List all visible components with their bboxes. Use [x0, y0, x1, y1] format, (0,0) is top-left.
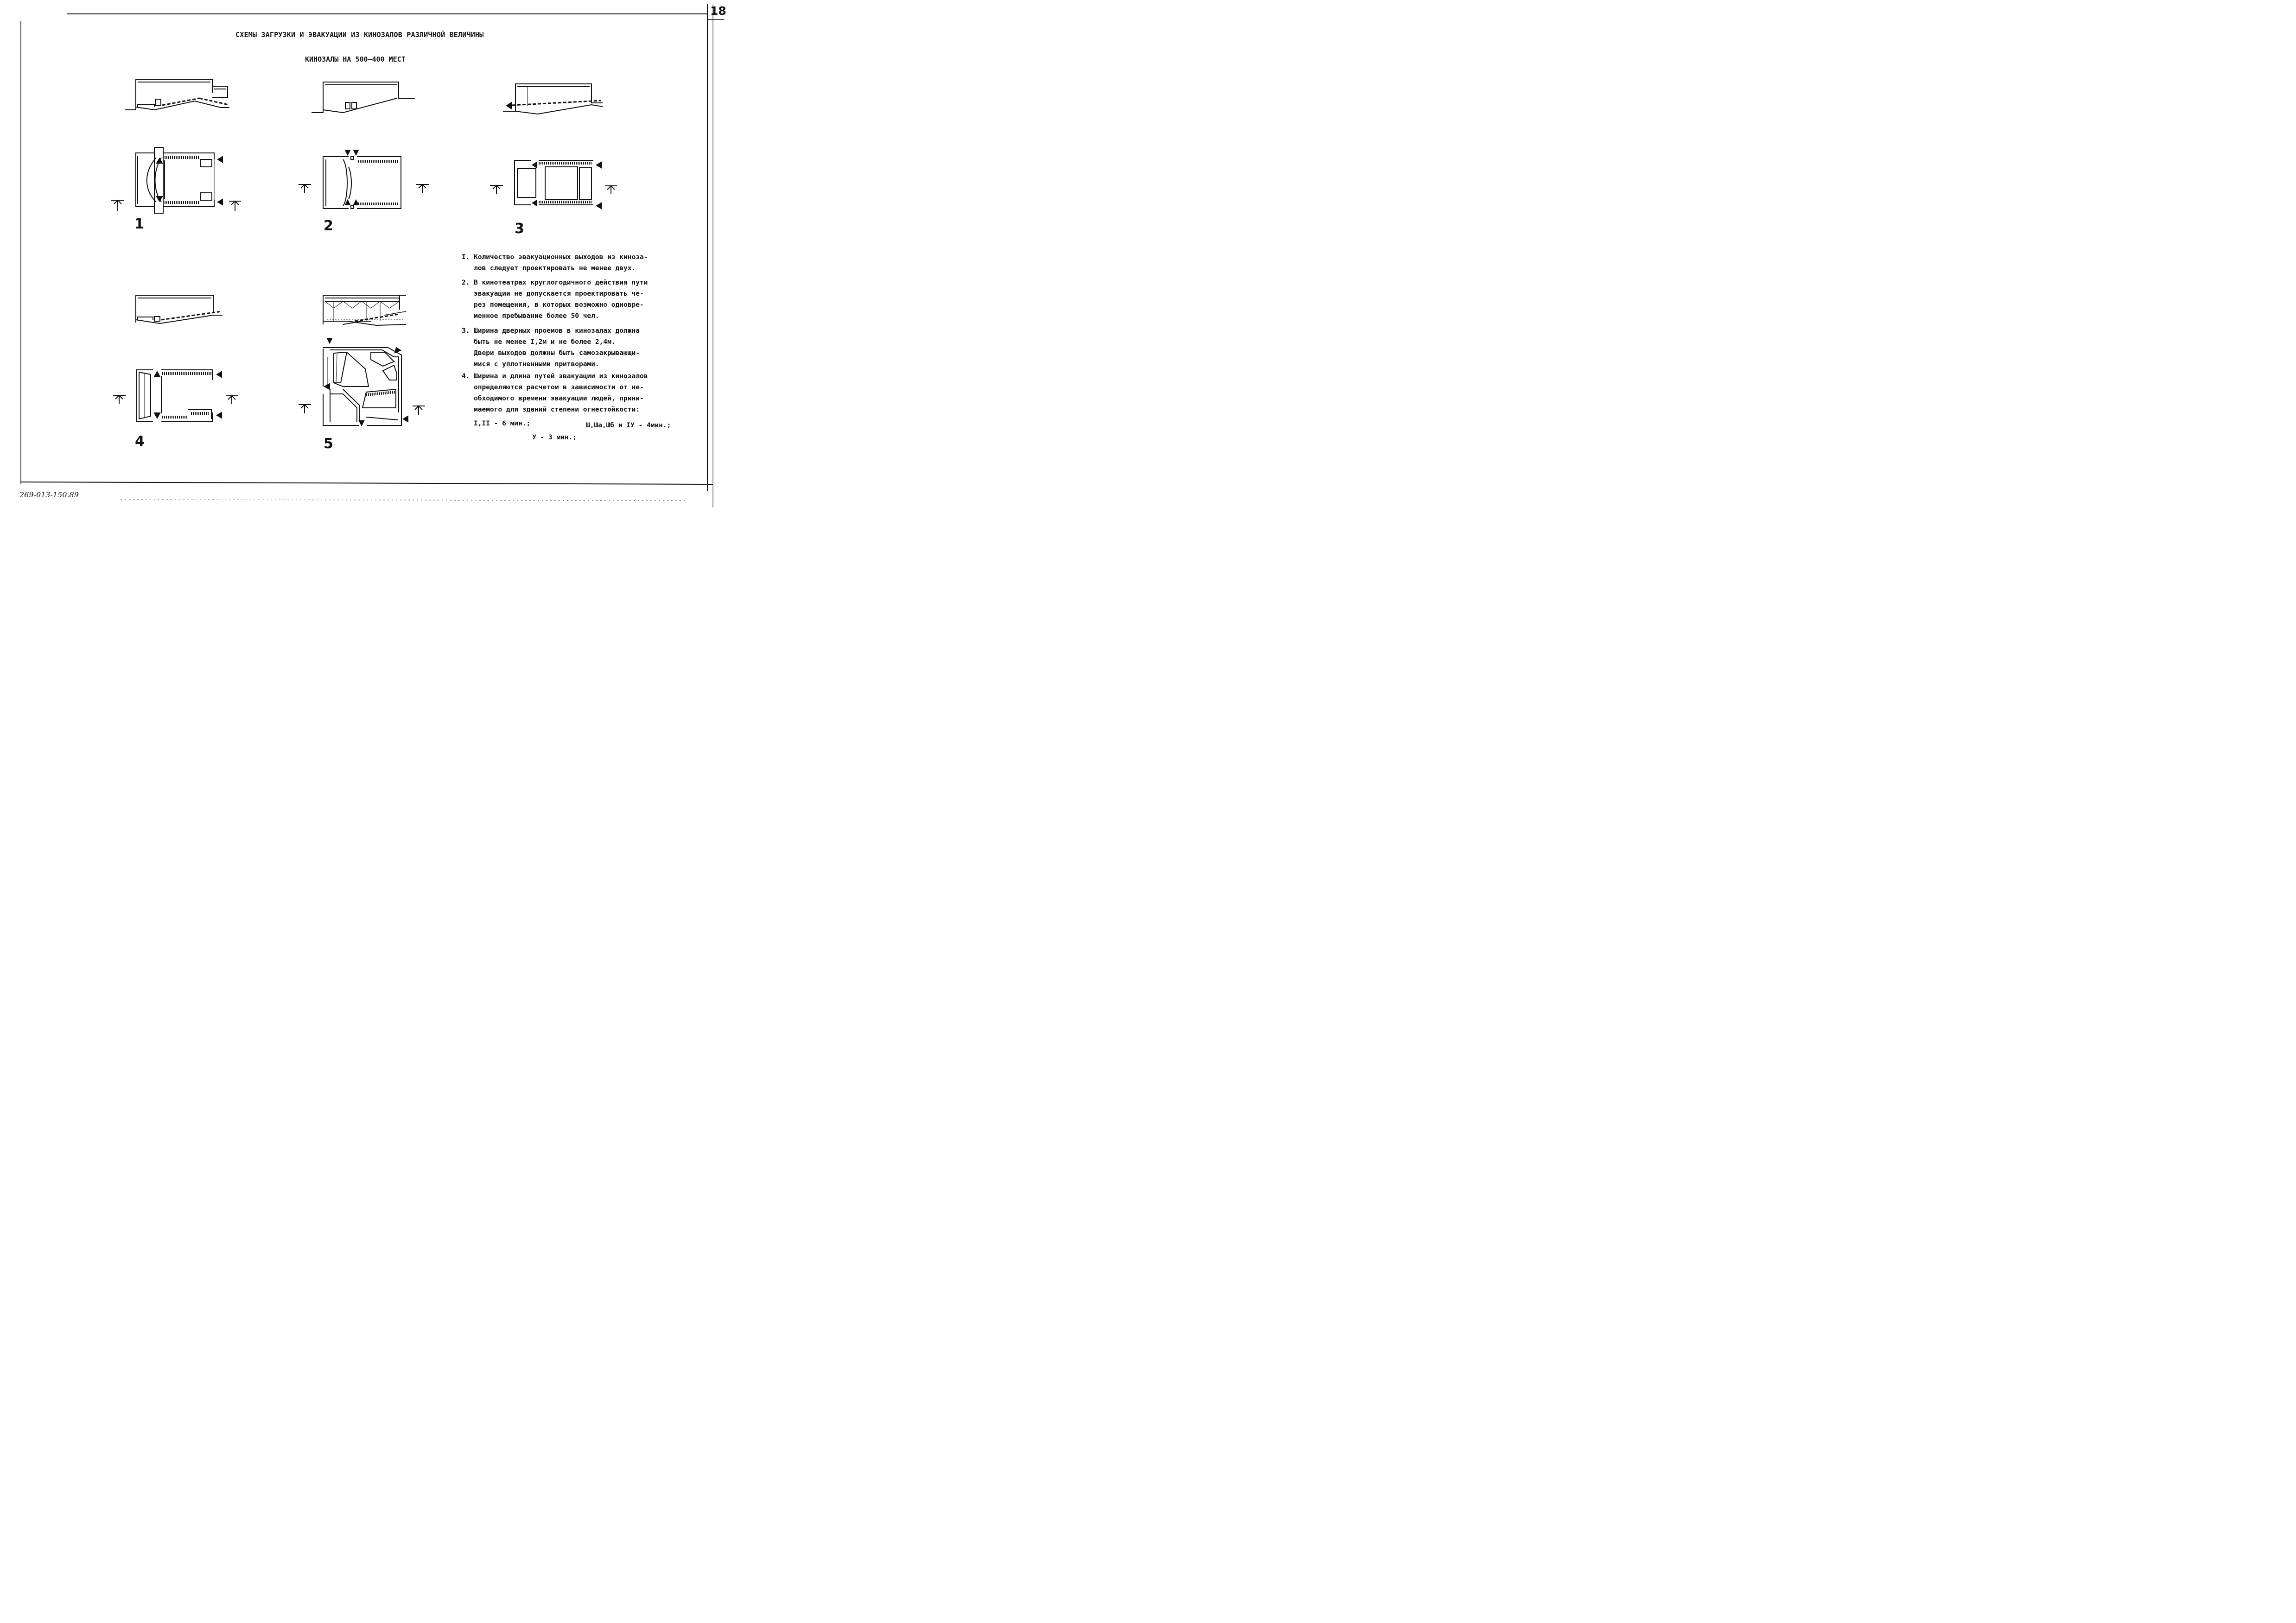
sheet-subtitle: КИНОЗАЛЫ НА 500–400 МЕСТ [305, 55, 406, 63]
note-1-number: I. [462, 254, 470, 261]
note-3: 3. Ширина дверных проемов в кинозалах дол… [462, 325, 640, 370]
note-4: 4. Ширина и длина путей эвакуации из кино… [462, 371, 648, 415]
note-4-line-3: обходимого времени эвакуации людей, прин… [474, 395, 644, 402]
scheme-3-section [503, 83, 603, 115]
note-3-number: 3. [462, 327, 470, 335]
note-4-line-1: Ширина и длина путей эвакуации из киноза… [474, 373, 648, 380]
scheme-2-cut-marks [299, 184, 429, 193]
note-3-line-1: Ширина дверных проемов в кинозалах должн… [474, 327, 640, 335]
drawing-sheet [20, 4, 724, 507]
sheet-frame [20, 4, 724, 507]
scheme-4-plan [136, 369, 222, 422]
scheme-3-label: 3 [515, 221, 524, 237]
sheet-number: 18 [710, 4, 726, 18]
fire-resistance-1: I,II - 6 мин.; [474, 420, 531, 427]
scheme-1-cut-marks [111, 199, 241, 211]
scheme-2-label: 2 [324, 218, 333, 234]
scheme-1-plan [135, 147, 223, 214]
note-3-line-4: мися с уплотненными притворами. [474, 361, 599, 368]
note-4-line-4: маемого для зданий степени огнестойкости… [474, 406, 640, 413]
note-2: 2. В кинотеатрах круглогодичного действия… [462, 277, 648, 322]
scheme-1-label: 1 [134, 216, 144, 232]
note-4-line-2: определяются расчетом в зависимости от н… [474, 384, 644, 391]
scheme-3-cut-marks [490, 184, 617, 194]
note-1: I. Количество эвакуационных выходов из ки… [462, 252, 648, 274]
scheme-2-section [312, 82, 415, 114]
note-2-number: 2. [462, 279, 470, 286]
scheme-5-plan [323, 338, 408, 427]
note-4-number: 4. [462, 373, 470, 380]
scheme-5-label: 5 [324, 436, 333, 452]
fire-resistance-2: Ш,Шa,Шб и IУ - 4мин.; [586, 422, 671, 429]
scheme-2-plan [323, 150, 401, 209]
scheme-3-plan [514, 160, 602, 209]
scheme-4-section [135, 295, 223, 324]
note-3-line-3: Двери выходов должны быть самозакрывающи… [474, 349, 640, 357]
sheet-title: СХЕМЫ ЗАГРУЗКИ И ЭВАКУАЦИИ ИЗ КИНОЗАЛОВ … [235, 31, 484, 39]
note-3-line-2: быть не менее I,2м и не более 2,4м. [474, 338, 616, 346]
scheme-4-label: 4 [135, 433, 145, 450]
fire-resistance-3: У - 3 мин.; [532, 434, 577, 441]
document-code: 269-013-150.89 [19, 490, 79, 499]
note-1-line-2: лов следует проектировать не менее двух. [474, 265, 636, 272]
note-2-line-4: менное пребывание более 50 чел. [474, 312, 599, 320]
scheme-5-cut-marks [299, 404, 425, 415]
scheme-1-section [125, 79, 229, 111]
note-1-line-1: Количество эвакуационных выходов из кино… [474, 254, 648, 261]
note-2-line-1: В кинотеатрах круглогодичного действия п… [474, 279, 648, 286]
scheme-5-section [323, 295, 407, 326]
note-2-line-3: рез помещения, в которых возможно одновр… [474, 301, 644, 309]
note-2-line-2: эвакуации не допускается проектировать ч… [474, 290, 644, 298]
scheme-4-cut-marks [113, 394, 238, 404]
